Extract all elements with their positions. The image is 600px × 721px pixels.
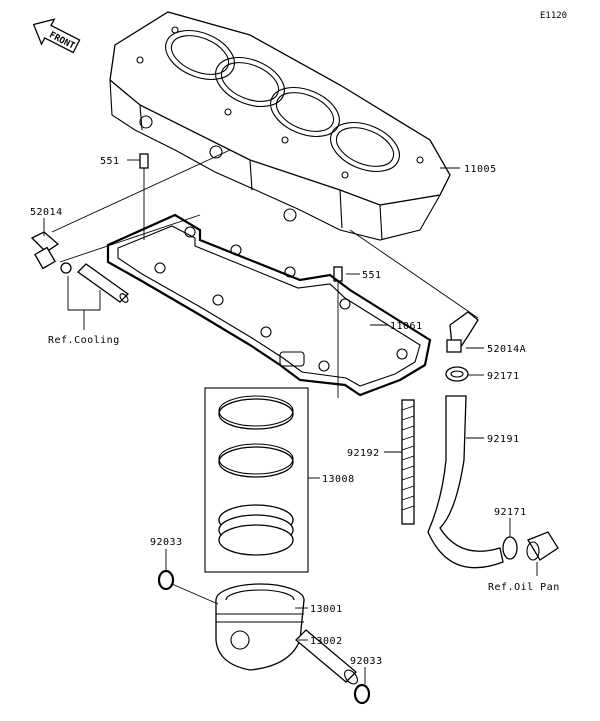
leader-lines <box>43 149 538 684</box>
piston <box>215 583 305 671</box>
clamp-92171-top <box>445 366 469 382</box>
label-11061: 11061 <box>390 321 423 332</box>
figure-code: E1120 <box>540 11 567 21</box>
dowel-pin-top <box>139 153 149 169</box>
clamp-92171-bottom <box>502 536 518 560</box>
label-92171-bottom: 92171 <box>494 507 527 518</box>
circlip-left <box>157 569 175 591</box>
piston-ring-set <box>204 387 309 573</box>
stud-bolt-92192 <box>401 399 415 525</box>
label-92171-top: 92171 <box>487 371 520 382</box>
oil-pan-fitting <box>526 531 559 561</box>
label-52014A: 52014A <box>487 344 526 355</box>
label-551-mid: 551 <box>362 270 382 281</box>
label-52014: 52014 <box>30 207 63 218</box>
label-92191: 92191 <box>487 434 520 445</box>
label-13008: 13008 <box>322 474 355 485</box>
label-13002: 13002 <box>310 636 343 647</box>
ref-cooling-label: Ref.Cooling <box>48 335 120 346</box>
ref-oil-pan-label: Ref.Oil Pan <box>488 582 560 593</box>
piston-pin <box>295 629 358 685</box>
fitting-52014 <box>30 231 60 270</box>
head-gasket <box>106 213 432 397</box>
front-arrow-icon: FRONT <box>32 18 81 54</box>
cylinder-block <box>109 11 451 241</box>
circlip-right <box>353 683 371 705</box>
label-92033-left: 92033 <box>150 537 183 548</box>
cooling-hose <box>60 262 130 303</box>
oil-hose-92191 <box>427 395 504 569</box>
label-13001: 13001 <box>310 604 343 615</box>
label-92192: 92192 <box>347 448 380 459</box>
elbow-fitting-52014A <box>446 311 479 353</box>
label-11005: 11005 <box>464 164 497 175</box>
label-551-top: 551 <box>100 156 120 167</box>
label-92033-right: 92033 <box>350 656 383 667</box>
